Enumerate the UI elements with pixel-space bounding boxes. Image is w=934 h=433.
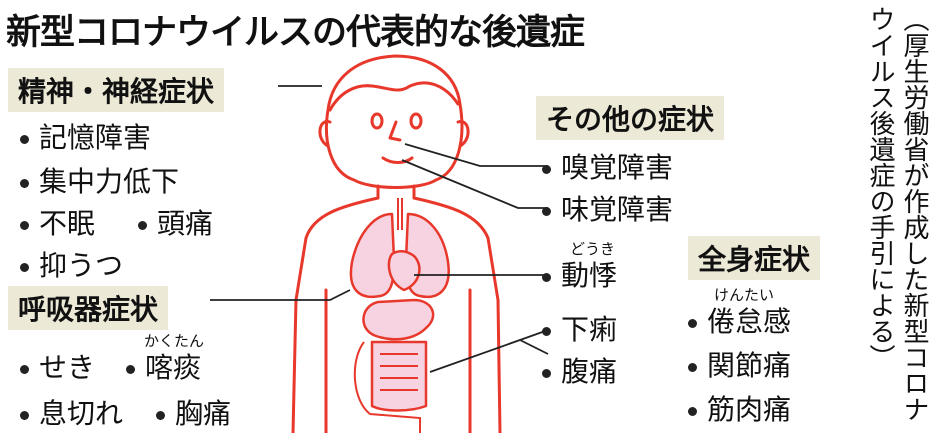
head-outline [324, 54, 464, 189]
leader-line-respiratory [210, 289, 351, 301]
list-item: 頭痛 [138, 202, 213, 242]
right-ear [456, 120, 470, 148]
leader-line-smell [404, 143, 548, 167]
list-item: 記憶障害 [20, 116, 151, 156]
list-item: 胸痛 [156, 392, 231, 432]
list-item: 味覚障害 [542, 188, 673, 228]
torso-right [412, 196, 502, 433]
list-item: 筋肉痛 [688, 388, 791, 428]
list-item: 腹痛 [542, 350, 617, 390]
page-title: 新型コロナウイルスの代表的な後遺症 [6, 13, 585, 53]
mental-symptoms-label: 精神・神経症状 [8, 68, 225, 112]
list-item: 嗅覚障害 [542, 146, 673, 186]
left-ear [318, 120, 332, 148]
left-lung [349, 212, 396, 299]
list-item: 抑うつ [20, 244, 123, 284]
list-item: 倦怠感 [688, 300, 791, 340]
source-note: （厚生労働省が作成した新型コロナ ウイルス後遺症の手引による） [863, 6, 931, 422]
hair-outline [328, 81, 460, 112]
respiratory-symptoms-label: 呼吸器症状 [8, 286, 169, 330]
list-item: 下痢 [542, 308, 617, 348]
source-note-line2: ウイルス後遺症の手引による） [865, 6, 895, 370]
intestines [370, 340, 428, 412]
left-eye [370, 112, 384, 130]
list-item: 集中力低下 [20, 160, 179, 200]
ruby-douki: どうき [570, 240, 616, 258]
mouth [381, 156, 414, 164]
list-item: 息切れ [20, 392, 123, 432]
list-item: せき [20, 346, 95, 386]
heart [387, 250, 421, 292]
list-item: 関節痛 [688, 344, 791, 384]
neck-outline [376, 184, 416, 200]
torso-left [291, 196, 380, 433]
right-eye [409, 112, 423, 130]
trachea [397, 198, 403, 230]
ruby-kentai: けんたい [714, 286, 775, 304]
whole-body-symptoms-label: 全身症状 [688, 236, 821, 280]
list-item: 不眠 [20, 202, 95, 242]
source-note-line1: （厚生労働省が作成した新型コロナ [899, 6, 929, 422]
leader-line-taste [401, 159, 548, 209]
list-item: 動悸 [542, 254, 617, 294]
intestine-folds [380, 353, 418, 391]
nose [388, 120, 402, 142]
colon [353, 341, 421, 433]
other-symptoms-label: その他の症状 [536, 96, 725, 140]
ruby-kakutan: かくたん [144, 332, 205, 350]
leader-line-gut-2 [519, 339, 549, 355]
leader-line-gut [429, 329, 549, 373]
stomach [362, 298, 435, 341]
list-item: 喀痰 [126, 346, 201, 386]
